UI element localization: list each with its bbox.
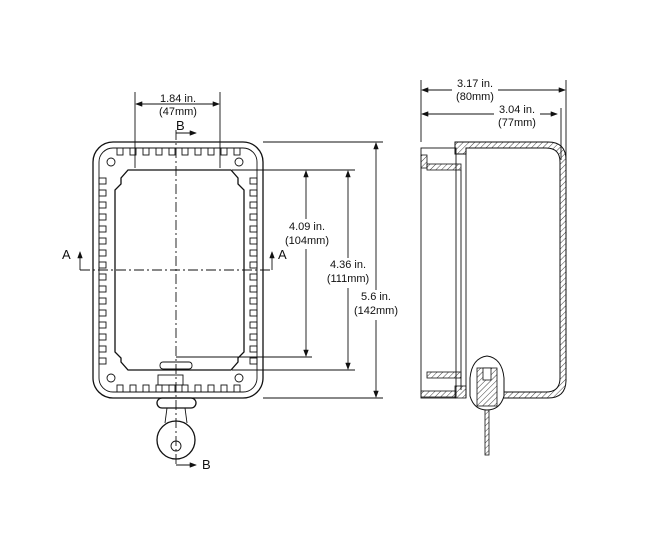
fin (249, 321, 258, 329)
fin (249, 309, 258, 317)
fin (249, 249, 258, 257)
fin (98, 225, 107, 233)
screw-icon (234, 373, 244, 383)
fin (98, 249, 107, 257)
fin (249, 201, 258, 209)
fin (249, 273, 258, 281)
lock-cam (484, 409, 490, 456)
opening-height-dim-mm: (111mm) (327, 273, 369, 285)
fin (249, 177, 258, 185)
fin (98, 189, 107, 197)
fin (249, 357, 258, 365)
fin (181, 147, 189, 156)
fin (98, 345, 107, 353)
fin (98, 273, 107, 281)
fin (233, 384, 241, 393)
section-a-label-right: A (278, 247, 287, 262)
section-a-label-left: A (62, 247, 71, 262)
fin (168, 147, 176, 156)
overall-height-dim-in: 5.6 in. (361, 291, 391, 303)
inner-height-dim-mm: (104mm) (285, 235, 329, 247)
fin (249, 297, 258, 305)
fin (142, 147, 150, 156)
fin (98, 177, 107, 185)
latch (157, 374, 184, 386)
fin (249, 345, 258, 353)
width-dim-in: 1.84 in. (160, 93, 196, 105)
overall-depth-dim-mm: (80mm) (456, 91, 494, 103)
fin (233, 147, 241, 156)
fin (207, 384, 215, 393)
fin (98, 309, 107, 317)
cover-depth-dim-in: 3.04 in. (499, 104, 535, 116)
fin (168, 384, 176, 393)
fin (249, 189, 258, 197)
section-b-label-top: B (176, 118, 185, 133)
screw-icon (234, 157, 244, 167)
fin (155, 384, 163, 393)
fin (249, 333, 258, 341)
fin (98, 201, 107, 209)
fin (249, 261, 258, 269)
fin (116, 384, 124, 393)
fin (249, 225, 258, 233)
fin (98, 237, 107, 245)
fin (142, 384, 150, 393)
fin (181, 384, 189, 393)
fin (98, 321, 107, 329)
fin (220, 147, 228, 156)
fin (116, 147, 124, 156)
section-b-label-bottom: B (202, 457, 211, 472)
fin (155, 147, 163, 156)
fin (129, 384, 137, 393)
key-collar (156, 397, 197, 409)
screw-icon (106, 157, 116, 167)
fin (249, 237, 258, 245)
fin (129, 147, 137, 156)
inner-height-dim-in: 4.09 in. (289, 221, 325, 233)
opening-height-dim-in: 4.36 in. (330, 259, 366, 271)
fin (98, 213, 107, 221)
screw-icon (106, 373, 116, 383)
window-cutout (114, 169, 245, 371)
fin (98, 357, 107, 365)
overall-depth-dim-in: 3.17 in. (457, 78, 493, 90)
fin (98, 297, 107, 305)
fin (98, 333, 107, 341)
fin (98, 261, 107, 269)
front-view: A A B B 1.84 in. (47mm) 4.09 in. (104mm)… (62, 92, 402, 472)
cover-depth-dim-mm: (77mm) (498, 117, 536, 129)
fin (194, 384, 202, 393)
cover-shell (454, 141, 567, 399)
fin (207, 147, 215, 156)
overall-height-dim-mm: (142mm) (354, 305, 398, 317)
side-section-view: 3.17 in. (80mm) 3.04 in. (77mm) (420, 78, 567, 456)
fin (194, 147, 202, 156)
fin (220, 384, 228, 393)
width-dim-mm: (47mm) (159, 106, 197, 118)
fin (249, 213, 258, 221)
fin (249, 285, 258, 293)
base-frame (420, 147, 457, 399)
cooling-fins (98, 147, 258, 393)
fin (98, 285, 107, 293)
